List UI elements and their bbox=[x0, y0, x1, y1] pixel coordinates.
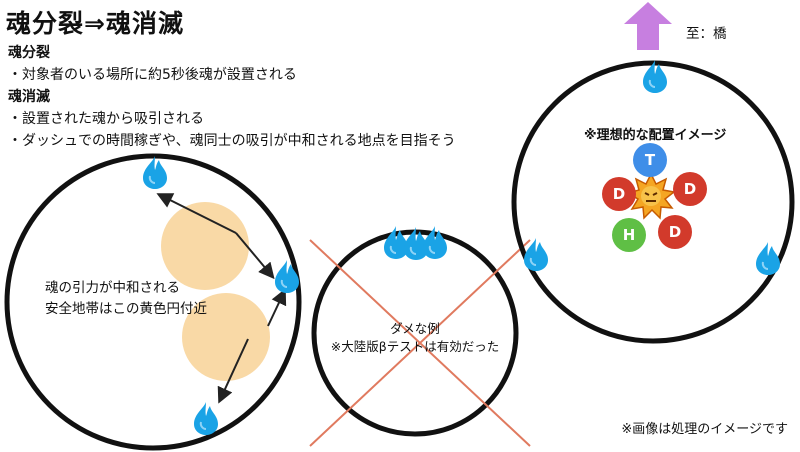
right-arena bbox=[511, 2, 795, 344]
middle-arena bbox=[309, 225, 531, 447]
bad-example-label: ダメな例 bbox=[390, 321, 440, 336]
soul-icon bbox=[142, 155, 168, 190]
pull-arrow-right-a bbox=[235, 232, 275, 280]
bullet-vanish-tip: ・ダッシュでの時間稼ぎや、魂同士の吸引が中和される地点を目指そう bbox=[8, 133, 456, 149]
beta-note-label: ※大陸版βテストは有効だった bbox=[330, 339, 500, 354]
role-marker-dps: D bbox=[658, 215, 692, 249]
pull-arrow-right-b bbox=[267, 288, 287, 327]
ideal-placement-label: ※理想的な配置イメージ bbox=[584, 128, 727, 143]
spiky-boss-icon bbox=[626, 172, 676, 220]
up-arrow-icon bbox=[624, 2, 672, 24]
role-marker-tank: T bbox=[633, 143, 667, 177]
soul-icon bbox=[193, 401, 219, 436]
role-marker-healer: H bbox=[612, 218, 646, 252]
page-title: 魂分裂⇒魂消滅 bbox=[6, 9, 184, 38]
safe-zone-lower bbox=[182, 293, 270, 381]
section-heading-vanish: 魂消滅 bbox=[8, 89, 50, 105]
bullet-vanish-desc: ・設置された魂から吸引される bbox=[8, 111, 204, 127]
left-arena-label-2: 安全地帯はこの黄色円付近 bbox=[45, 301, 207, 317]
arrow-destination-label: 至：橋 bbox=[686, 26, 727, 42]
pull-arrow-up bbox=[156, 193, 237, 234]
footer-note: ※画像は処理のイメージです bbox=[621, 422, 788, 437]
pull-arrow-down bbox=[217, 338, 249, 404]
cross-line-b bbox=[309, 239, 531, 447]
role-marker-dps: D bbox=[602, 177, 636, 211]
left-arena bbox=[4, 153, 302, 451]
soul-icon bbox=[755, 241, 781, 276]
left-arena-label-1: 魂の引力が中和される bbox=[45, 280, 180, 296]
section-heading-split: 魂分裂 bbox=[8, 45, 50, 61]
left-arena-circle bbox=[4, 153, 302, 451]
up-arrow-shaft bbox=[637, 22, 659, 50]
safe-zone-upper bbox=[161, 202, 249, 290]
role-marker-dps: D bbox=[673, 172, 707, 206]
right-arena-circle bbox=[511, 60, 795, 344]
bullet-split-desc: ・対象者のいる場所に約5秒後魂が設置される bbox=[8, 67, 297, 83]
